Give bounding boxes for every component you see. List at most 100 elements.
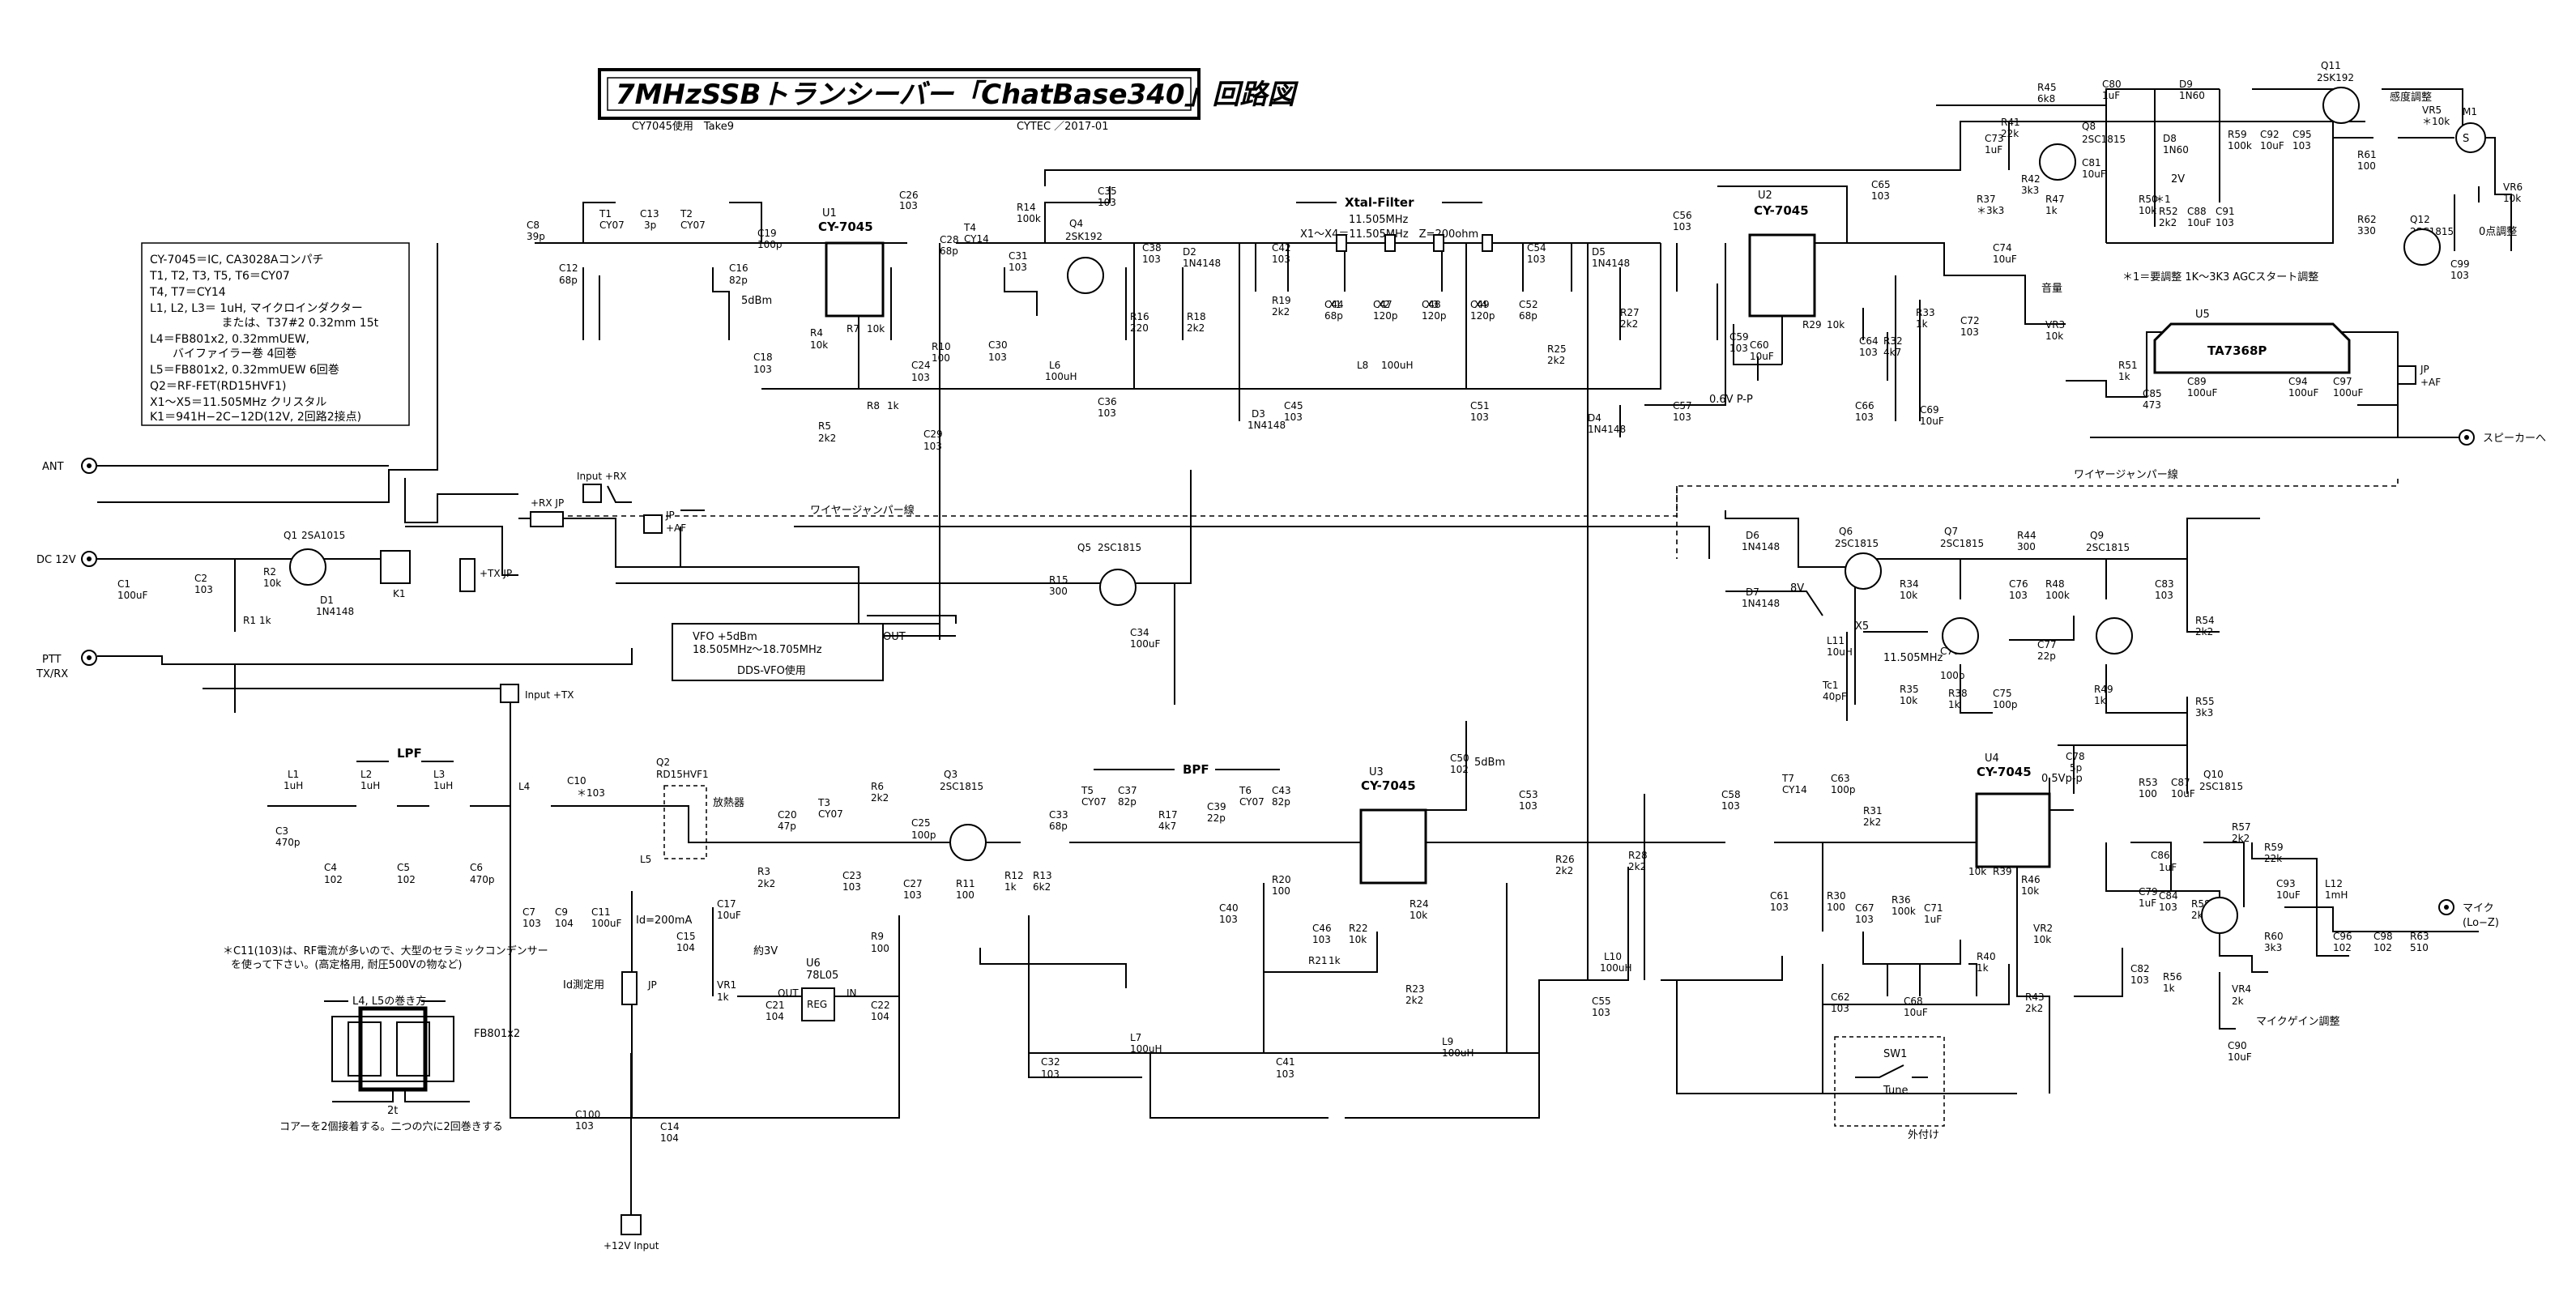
rx-jp-label: +RX JP [531, 497, 564, 509]
part-c66: C66 [1855, 400, 1874, 411]
wiring [97, 88, 2512, 1119]
mic-gain-label: マイクゲイン調整 [2256, 1016, 2339, 1028]
part-c49v: 120p [1470, 310, 1495, 322]
part-c18: C18 [753, 352, 773, 363]
agc-note: ＊1＝要調整 1K〜3K3 AGCスタート調整 [2122, 271, 2318, 284]
jp-af1-label: JP [665, 510, 675, 521]
part-r22v: 10k [1349, 934, 1367, 945]
part-l9: L9 [1442, 1036, 1453, 1047]
part-l11v: 10uH [1827, 646, 1853, 658]
part-c62v: 103 [1831, 1003, 1849, 1014]
mic-label: マイク [2463, 902, 2494, 915]
part-c6v: 470p [470, 874, 495, 885]
part-r45v: 6k8 [2037, 93, 2055, 104]
part-c20v: 47p [778, 821, 796, 832]
id-measure-label: Id測定用 [563, 979, 604, 991]
part-c69v: 10uF [1920, 416, 1944, 427]
v2-label: 2V [2171, 173, 2185, 185]
jumper-rx-jp[interactable]: +RX JP [530, 497, 564, 527]
sens-label: 感度調整 [2390, 91, 2432, 104]
part-r60v: 3k3 [2264, 942, 2282, 953]
part-c47: C47 [1373, 299, 1392, 310]
part-d4v: 1N4148 [1588, 424, 1626, 435]
part-l1v: 1uH [284, 780, 303, 791]
wire-jumper-1-path [559, 478, 2399, 517]
part-c11: C11 [591, 906, 611, 918]
part-d7: D7 [1746, 586, 1759, 598]
connector-ant[interactable]: ANT [42, 458, 97, 474]
jp-id-measure[interactable] [621, 971, 638, 1005]
connector-input-rx[interactable]: Input +RX [577, 471, 627, 503]
v05pp-label: 0.5Vp-p [2041, 773, 2083, 785]
bpf-label: BPF [1183, 762, 1209, 777]
part-c62: C62 [1831, 991, 1850, 1003]
part-r55: R55 [2195, 696, 2215, 707]
part-r5v: 2k2 [818, 433, 836, 444]
part-r7v: 10k [867, 323, 885, 335]
connector-dc12v[interactable]: DC 12V [36, 551, 97, 567]
part-r61v: 100 [2357, 160, 2376, 172]
part-c36: C36 [1098, 396, 1117, 407]
jumper-tx-jp[interactable]: +TX JP [459, 558, 512, 592]
jumper-af-1[interactable]: JP +AF [643, 510, 686, 534]
part-c88: C88 [2187, 206, 2207, 217]
part-c34: C34 [1130, 627, 1149, 638]
part-c86: C86 [2151, 850, 2170, 861]
external-label: 外付け [1908, 1129, 1939, 1141]
part-c60v: 10uF [1750, 351, 1774, 362]
xtal-filter: Xtal-Filter 11.505MHz X1〜X4＝11.505MHz Z=… [1296, 195, 1493, 252]
vfo-line2: 18.505MHz〜18.705MHz [693, 644, 822, 656]
note-line-5: または、T37#2 0.32mm 15t [150, 317, 379, 330]
part-t3v: CY07 [818, 808, 843, 820]
part-vr4: VR4 [2232, 983, 2251, 995]
part-c69: C69 [1920, 404, 1939, 416]
part-c40v: 103 [1219, 914, 1238, 925]
part-d8: D8 [2163, 133, 2177, 144]
part-x4: X4 [1474, 299, 1487, 310]
part-c19: C19 [757, 228, 777, 239]
connector-ptt[interactable]: PTT TX/RX [36, 650, 97, 680]
part-c90: C90 [2228, 1040, 2247, 1051]
part-c74: C74 [1993, 242, 2012, 254]
jp-af2b-label: +AF [2420, 377, 2441, 388]
connector-mic[interactable]: マイク (Lo−Z) [2438, 899, 2499, 929]
connector-input-tx[interactable]: Input +TX [500, 684, 574, 703]
part-r44: R44 [2017, 530, 2036, 541]
part-c9: C9 [555, 906, 568, 918]
part-d2v: 1N4148 [1183, 258, 1221, 269]
part-c51v: 103 [1470, 411, 1489, 423]
connector-12v-input[interactable]: +12V Input [603, 1053, 659, 1251]
part-c66v: 103 [1855, 411, 1874, 423]
part-d3: D3 [1252, 408, 1265, 420]
jumper-af-2[interactable]: JP +AF [2397, 364, 2441, 388]
part-k1: K1 [393, 588, 406, 599]
connector-speaker[interactable]: スピーカーへ [2459, 429, 2546, 446]
part-r59v: 100k [2228, 140, 2252, 151]
part-r2: R2 [263, 566, 276, 578]
part-c73v: 1uF [1985, 144, 2002, 156]
part-r20v: 100 [1272, 885, 1290, 897]
part-c52: C52 [1519, 299, 1538, 310]
part-r49v: 1k [2094, 695, 2106, 706]
part-c24: C24 [911, 360, 931, 371]
part-c35: C35 [1098, 185, 1117, 197]
part-c83v: 103 [2155, 590, 2173, 601]
part-c38v: 103 [1142, 254, 1161, 265]
part-r39v: 10k [1968, 866, 1986, 877]
note-line-10: X1〜X5＝11.505MHz クリスタル [150, 396, 326, 409]
part-r40: R40 [1977, 951, 1996, 962]
part-r38: R38 [1948, 688, 1968, 699]
part-c25: C25 [911, 817, 931, 829]
part-q4: Q4 [1069, 218, 1083, 229]
part-l3: L3 [433, 769, 445, 780]
tx-jp-label: +TX JP [480, 568, 512, 579]
tune-switch[interactable]: SW1 Tune 外付け [1834, 1036, 1945, 1141]
part-c78: C78 [2066, 751, 2085, 762]
jp-af1b-label: +AF [666, 522, 686, 534]
ptt-label: PTT [42, 654, 62, 666]
part-c67: C67 [1855, 902, 1874, 914]
part-q10v: 2SC1815 [2199, 781, 2243, 792]
part-tc1: Tc1 [1822, 680, 1839, 691]
part-l12v: 1mH [2325, 889, 2348, 901]
part-r47v: 1k [2045, 205, 2058, 216]
